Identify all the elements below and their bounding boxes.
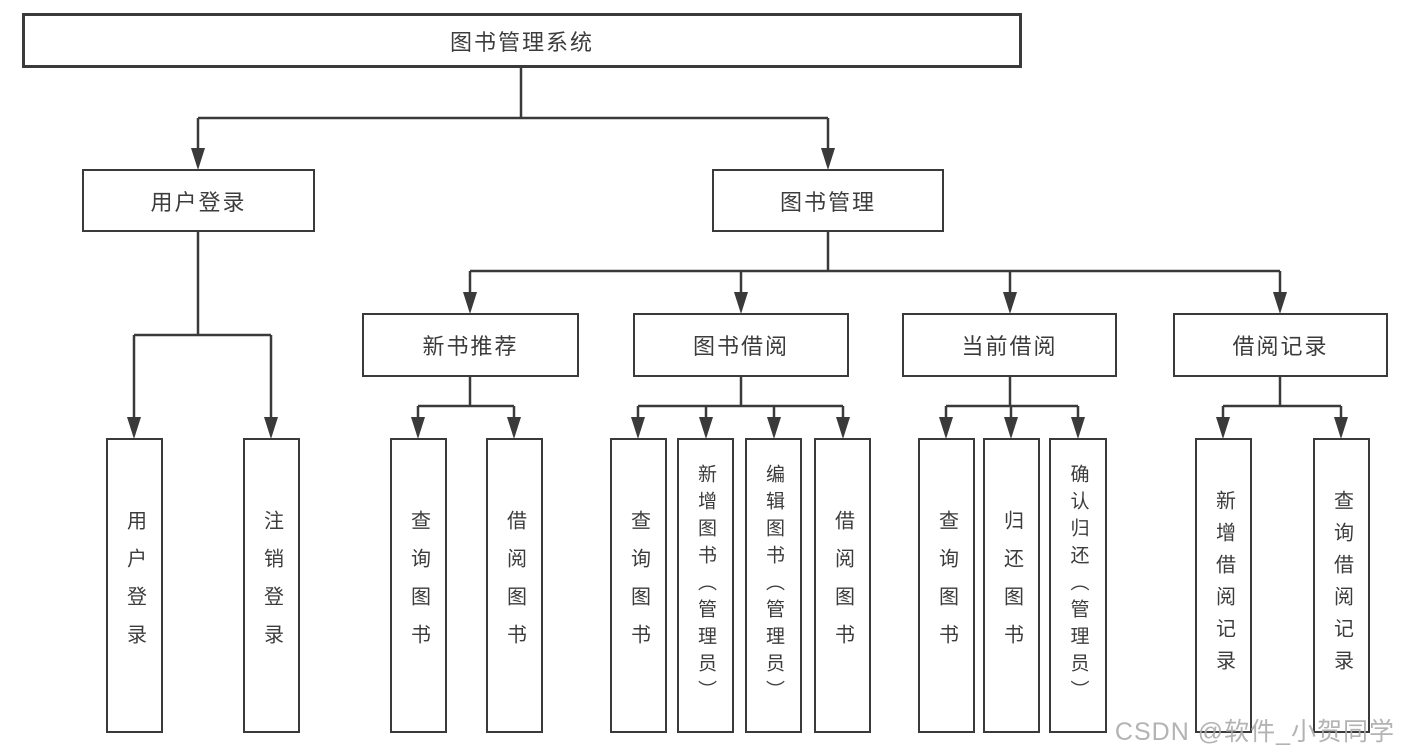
leaf-borrow-books-1: 借阅图书: [486, 438, 543, 733]
node-label: 图书借阅: [692, 334, 789, 359]
node-borrow-records: 借阅记录: [1173, 313, 1388, 377]
leaf-query-books-1: 查询图书: [390, 438, 447, 733]
node-user-login: 用户登录: [82, 169, 315, 232]
arrowhead: [939, 417, 953, 439]
connectors-book-borrow: [631, 377, 850, 439]
node-label: 借阅记录: [1232, 334, 1329, 359]
arrowhead: [507, 417, 521, 439]
node-label: 图书管理: [779, 189, 876, 215]
watermark-text: CSDN @软件_小贺同学: [1114, 718, 1395, 746]
connectors-new-book: [411, 377, 521, 439]
arrowhead: [1071, 417, 1085, 439]
leaf-label: 借阅图书: [503, 509, 526, 662]
leaf-label: 用户登录: [123, 509, 146, 662]
node-label: 新书推荐: [422, 334, 519, 359]
node-label: 用户登录: [150, 189, 247, 215]
connectors-borrow-records: [1216, 377, 1348, 439]
node-book-management: 图书管理: [712, 169, 944, 232]
connectors-current-borrow: [939, 377, 1085, 439]
node-label: 图书管理系统: [449, 29, 594, 55]
leaf-label: 查询图书: [935, 509, 958, 662]
leaf-label: 确认归还（管理员）: [1067, 464, 1089, 707]
arrowhead: [821, 148, 835, 170]
connectors-user-login: [127, 232, 278, 439]
arrowhead: [1003, 292, 1017, 314]
node-book-borrow: 图书借阅: [633, 313, 849, 377]
arrowhead: [1273, 292, 1287, 314]
leaf-add-borrow-record: 新增借阅记录: [1195, 438, 1252, 733]
arrowhead: [264, 417, 278, 439]
arrowhead: [631, 417, 645, 439]
arrowhead: [1004, 417, 1018, 439]
leaf-label: 新增图书（管理员）: [695, 464, 716, 707]
leaf-label: 注销登录: [260, 509, 283, 662]
leaf-logout: 注销登录: [243, 438, 300, 733]
connectors-book-management: [463, 232, 1287, 314]
leaf-edit-books-admin: 编辑图书（管理员）: [745, 438, 802, 733]
node-library-management-system: 图书管理系统: [22, 13, 1022, 68]
arrowhead: [767, 417, 781, 439]
leaf-label: 归还图书: [1000, 509, 1023, 662]
leaf-query-books-2: 查询图书: [610, 438, 667, 733]
arrowhead: [127, 417, 141, 439]
leaf-label: 借阅图书: [831, 509, 854, 662]
leaf-label: 编辑图书（管理员）: [763, 464, 784, 707]
leaf-label: 新增借阅记录: [1212, 489, 1235, 682]
leaf-label: 查询借阅记录: [1330, 489, 1353, 682]
leaf-borrow-books-2: 借阅图书: [814, 438, 871, 733]
leaf-return-books: 归还图书: [983, 438, 1040, 733]
arrowhead: [1334, 417, 1348, 439]
leaf-label: 查询图书: [627, 509, 650, 662]
connectors-root: [191, 68, 835, 170]
node-current-borrow: 当前借阅: [902, 313, 1117, 377]
leaf-label: 查询图书: [407, 509, 430, 662]
node-label: 当前借阅: [961, 334, 1058, 359]
leaf-confirm-return-admin: 确认归还（管理员）: [1049, 438, 1107, 733]
leaf-query-borrow-record: 查询借阅记录: [1313, 438, 1370, 733]
arrowhead: [463, 292, 477, 314]
leaf-user-login: 用户登录: [106, 438, 163, 733]
arrowhead: [411, 417, 425, 439]
arrowhead: [1216, 417, 1230, 439]
arrowhead: [699, 417, 713, 439]
arrowhead: [191, 148, 205, 170]
node-new-book-recommend: 新书推荐: [362, 313, 579, 377]
arrowhead: [734, 292, 748, 314]
leaf-add-books-admin: 新增图书（管理员）: [677, 438, 734, 733]
leaf-query-books-3: 查询图书: [918, 438, 975, 733]
arrowhead: [836, 417, 850, 439]
